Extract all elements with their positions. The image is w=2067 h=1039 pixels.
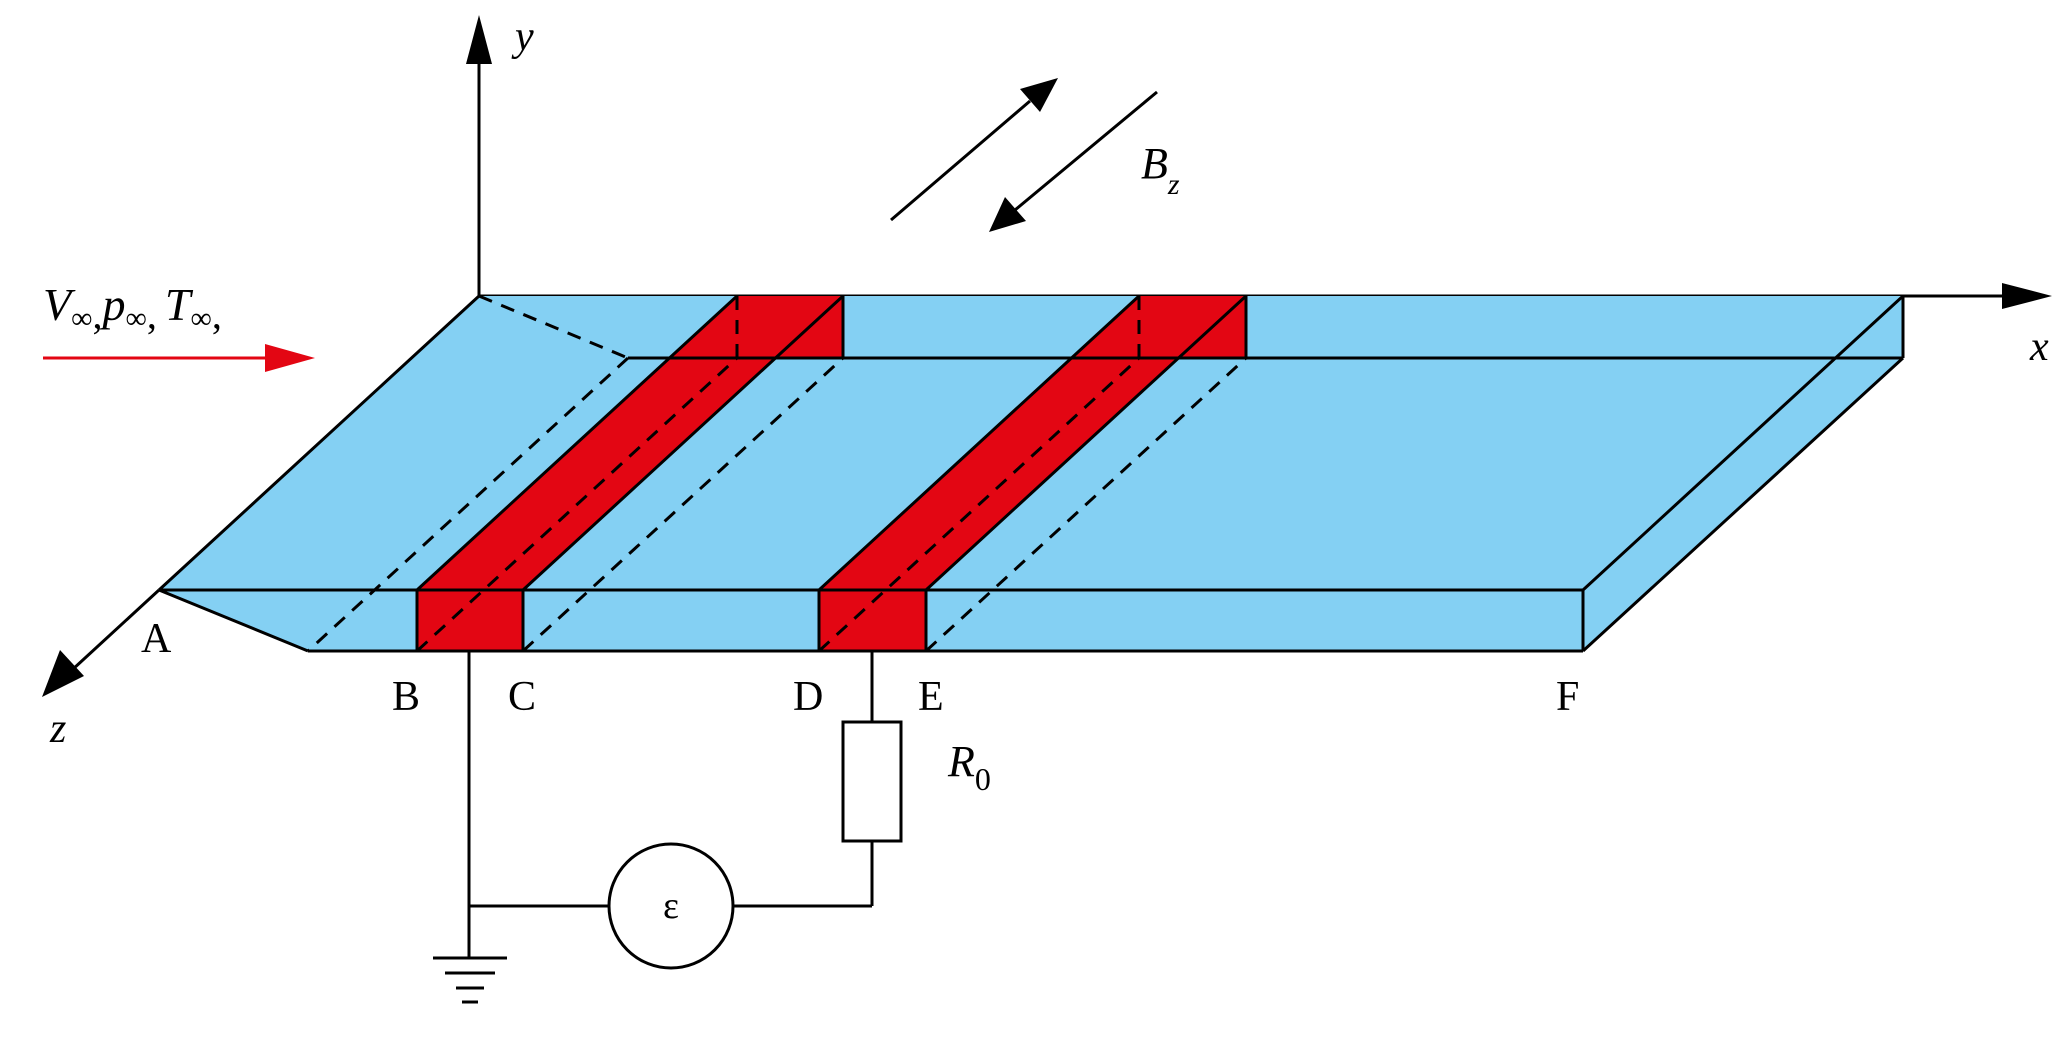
y-axis-label: y — [511, 14, 534, 60]
electrode-DE-bottom-right-hidden — [924, 356, 1248, 653]
flow-arrow-icon — [265, 344, 315, 372]
freestream-label: V∞,p∞,T∞, — [43, 279, 222, 337]
electrode-BC-left-edge — [415, 294, 739, 592]
electrode-BC-front — [417, 590, 523, 651]
bz-label: Bz — [1141, 139, 1180, 201]
point-label-C: C — [508, 674, 536, 720]
source-label: ε — [663, 885, 679, 927]
point-label-F: F — [1556, 674, 1579, 720]
z-axis-label: z — [49, 706, 66, 752]
bz-arrow-out-shaft — [890, 99, 1031, 222]
electrode-BC-right-edge — [521, 294, 845, 592]
magnetic-field: Bz — [890, 78, 1180, 232]
y-axis: y — [466, 14, 534, 296]
electrode-DE-front — [819, 590, 926, 651]
x-axis-label: x — [2029, 324, 2049, 370]
electrode-DE-back — [1139, 296, 1246, 358]
electrode-DE-right-edge — [924, 294, 1248, 592]
ground-icon — [433, 956, 507, 1004]
electrode-DE-bottom-left-hidden — [817, 356, 1141, 653]
electrode-BC-back — [737, 296, 843, 358]
bz-arrow-in-shaft — [1014, 90, 1158, 212]
point-label-D: D — [793, 674, 823, 720]
z-axis: z — [42, 588, 161, 752]
electrode-BC-bottom-left-hidden — [415, 356, 739, 653]
point-label-B: B — [392, 674, 420, 720]
plate-right-face — [1583, 296, 1903, 651]
z-axis-arrowhead-icon — [42, 650, 84, 697]
electrode-DE-left-edge — [817, 294, 1141, 592]
electrode-BC-bottom-right-hidden — [521, 356, 845, 653]
plate-edges — [157, 294, 1905, 653]
point-label-E: E — [918, 674, 944, 720]
x-axis-arrowhead-icon — [2002, 283, 2052, 309]
bz-arrow-out-icon — [1020, 78, 1058, 112]
resistor — [841, 720, 903, 843]
electrode-BC-top — [417, 296, 843, 590]
point-label-A: A — [141, 616, 172, 662]
y-axis-arrowhead-icon — [466, 15, 492, 64]
electrode-DE-top — [819, 296, 1246, 590]
electrodes — [415, 294, 1248, 653]
freestream-conditions: V∞,p∞,T∞, — [43, 279, 315, 372]
bz-arrow-in-icon — [989, 197, 1026, 232]
resistor-label: R0 — [947, 737, 991, 797]
external-circuit: ε R0 — [433, 651, 991, 1004]
